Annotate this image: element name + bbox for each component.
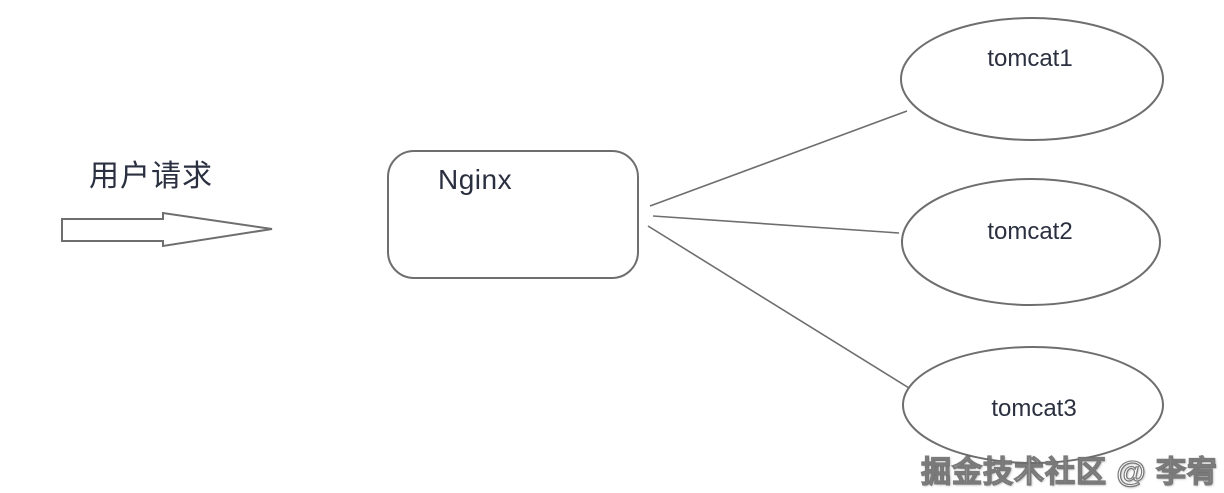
tomcat1-node-label: tomcat1 [987, 45, 1073, 72]
nginx-node-shape [387, 150, 639, 279]
connector-nginx-tomcat2 [652, 215, 900, 234]
nginx-node-label: Nginx [438, 164, 513, 195]
tomcat1-node-shape [900, 17, 1164, 141]
tomcat3-node-label: tomcat3 [991, 395, 1077, 422]
connector-nginx-tomcat3 [647, 225, 910, 389]
connector-nginx-tomcat1 [649, 110, 908, 207]
tomcat3-node-shape [902, 346, 1164, 464]
user-request-label: 用户请求 [89, 160, 213, 193]
tomcat2-node-label: tomcat2 [987, 218, 1073, 245]
tomcat2-node-shape [901, 178, 1161, 306]
right-arrow-icon [61, 211, 273, 248]
watermark: 掘金技术社区 @ 李宥 [920, 455, 1218, 489]
